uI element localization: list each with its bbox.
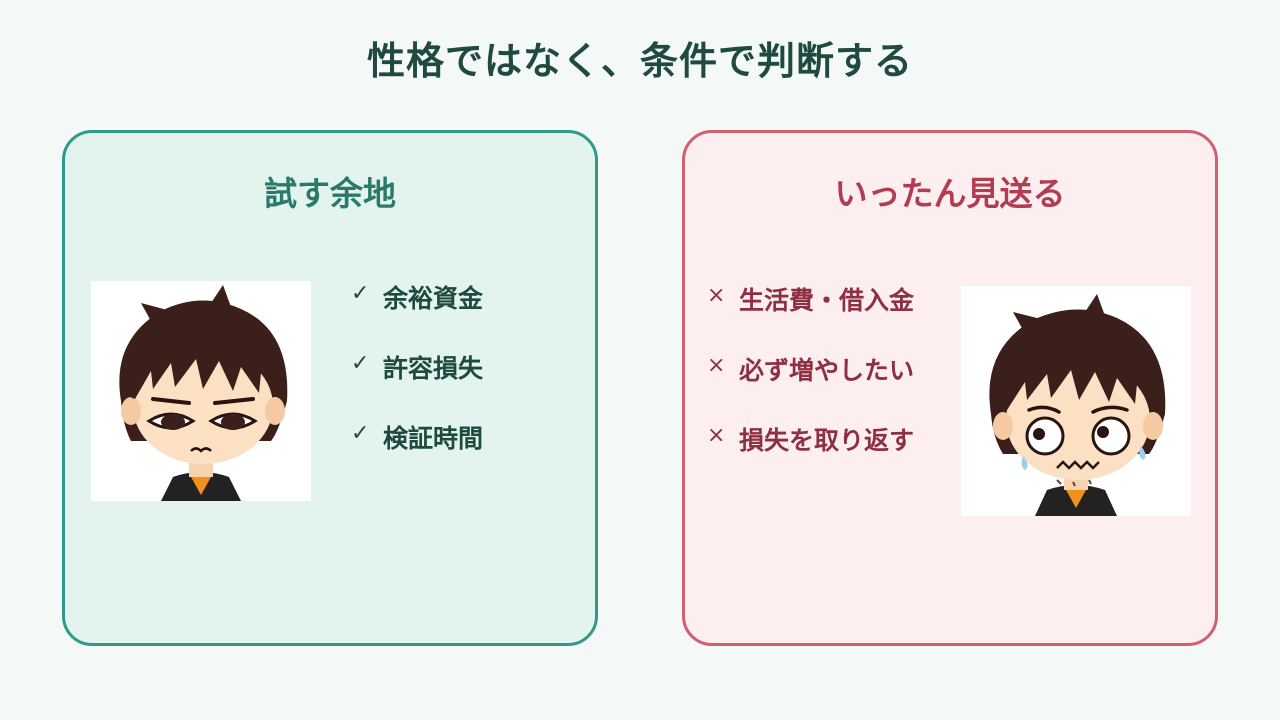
condition-label: 必ず増やしたい — [739, 356, 915, 385]
skip-panel-title: いったん見送る — [834, 174, 1066, 213]
condition-label: 許容損失 — [383, 354, 484, 383]
skip-condition-list: × 生活費・借入金 × 必ず増やしたい × 損失を取り返す — [707, 281, 914, 491]
page-title: 性格ではなく、条件で判断する — [366, 39, 913, 83]
condition-label: 生活費・借入金 — [739, 286, 915, 315]
try-condition-list: ✓ 余裕資金 ✓ 許容損失 ✓ 検証時間 — [351, 279, 483, 489]
list-item: ✓ 余裕資金 — [351, 279, 483, 349]
list-item: × 必ず増やしたい — [707, 351, 914, 421]
nervous-character-illustration — [961, 286, 1191, 516]
cross-icon: × — [707, 423, 726, 448]
check-icon: ✓ — [351, 281, 370, 306]
calm-character-illustration — [91, 281, 311, 501]
list-item: × 生活費・借入金 — [707, 281, 914, 351]
cross-icon: × — [707, 353, 726, 378]
check-icon: ✓ — [351, 351, 370, 376]
condition-label: 損失を取り返す — [739, 426, 915, 455]
list-item: ✓ 検証時間 — [351, 419, 483, 489]
cross-icon: × — [707, 283, 726, 308]
condition-label: 検証時間 — [383, 424, 484, 453]
try-panel-title: 試す余地 — [264, 174, 396, 213]
skip-panel: いったん見送る × 生活費・借入金 × 必ず増やしたい × 損失を取り返す — [682, 130, 1218, 646]
condition-label: 余裕資金 — [383, 284, 484, 313]
list-item: ✓ 許容損失 — [351, 349, 483, 419]
list-item: × 損失を取り返す — [707, 421, 914, 491]
check-icon: ✓ — [351, 421, 370, 446]
try-panel: 試す余地 — [62, 130, 598, 646]
